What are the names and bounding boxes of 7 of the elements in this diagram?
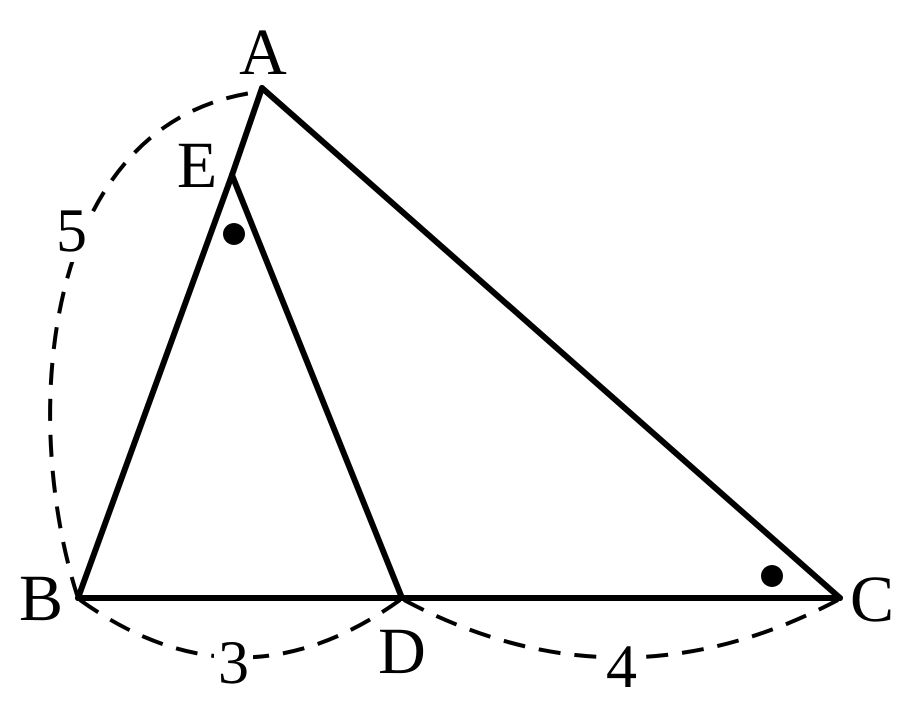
vertex-label: A [238,18,288,88]
line-segment [259,85,843,601]
vertex-label: C [840,564,904,636]
line-segment [229,85,265,178]
vertex-label: D [370,616,434,688]
vertex-label: E [162,132,232,200]
vertex-label: B [4,562,78,636]
